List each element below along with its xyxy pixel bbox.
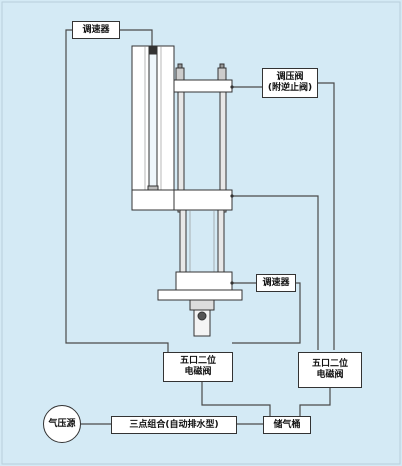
speed-controller-mid-label: 调速器 [262,277,290,288]
frl-unit-label: 三点组合(自动排水型) [129,419,219,430]
air-source-label: 气压源 [48,418,76,429]
solenoid-valve-left-label-line1: 五口二位 [179,356,216,366]
pressure-regulator: 调压阀 (附逆止阀) [262,68,318,98]
top-plate [173,79,233,93]
air-tank-label: 储气桶 [273,419,301,430]
middle-plate [131,189,233,211]
platen [157,289,243,301]
speed-controller-mid: 调速器 [256,274,296,292]
pressure-regulator-label-line1: 调压阀 [276,72,304,82]
lower-block [175,271,233,291]
speed-controller-top: 调速器 [72,21,120,39]
solenoid-valve-left: 五口二位 电磁阀 [163,352,233,382]
pressure-regulator-label-line2: (附逆止阀) [267,83,313,93]
solenoid-valve-right-label-line1: 五口二位 [311,359,348,369]
pipe-lines [65,29,335,425]
cylinder-assembly [131,45,243,337]
frl-unit: 三点组合(自动排水型) [111,416,237,434]
speed-controller-top-label: 调速器 [82,24,110,35]
junction-dots [230,85,234,285]
solenoid-valve-right: 五口二位 电磁阀 [298,352,362,388]
air-tank: 储气桶 [263,416,311,434]
lower-rod-right [217,209,225,273]
air-source: 气压源 [43,405,81,443]
solenoid-valve-left-label-line2: 电磁阀 [184,367,212,377]
lower-rod-left [179,209,187,273]
ram-head [189,299,215,311]
solenoid-valve-right-label-line2: 电磁阀 [316,370,344,380]
